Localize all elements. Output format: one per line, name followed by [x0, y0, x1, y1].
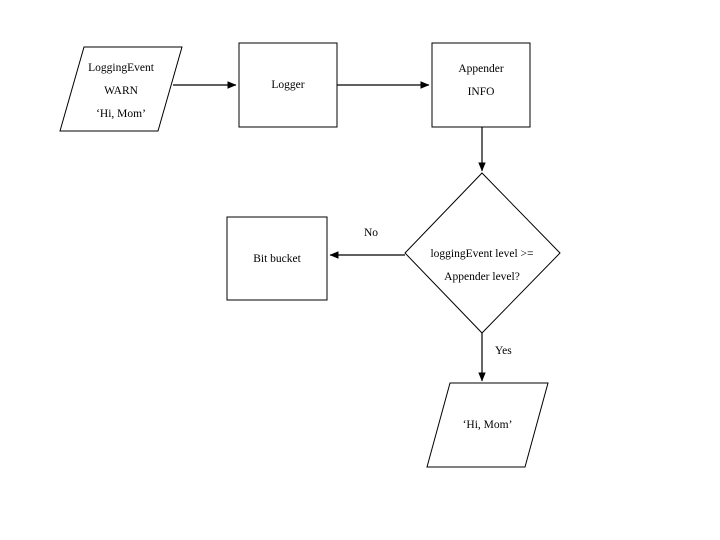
- node-output-shape: [426, 382, 549, 468]
- edge-label-no: No: [364, 227, 379, 239]
- node-logger-shape: [238, 42, 338, 128]
- edge-label-yes: Yes: [495, 345, 512, 357]
- node-output[interactable]: [427, 383, 548, 467]
- node-logger[interactable]: [239, 43, 337, 127]
- node-decision[interactable]: [405, 173, 560, 333]
- node-logging-event[interactable]: [60, 47, 182, 131]
- node-bit-bucket-shape: [226, 216, 328, 301]
- node-logging-event-shape: [59, 46, 183, 132]
- node-bit-bucket[interactable]: [227, 217, 327, 300]
- node-appender[interactable]: [432, 43, 530, 127]
- node-appender-shape: [431, 42, 531, 128]
